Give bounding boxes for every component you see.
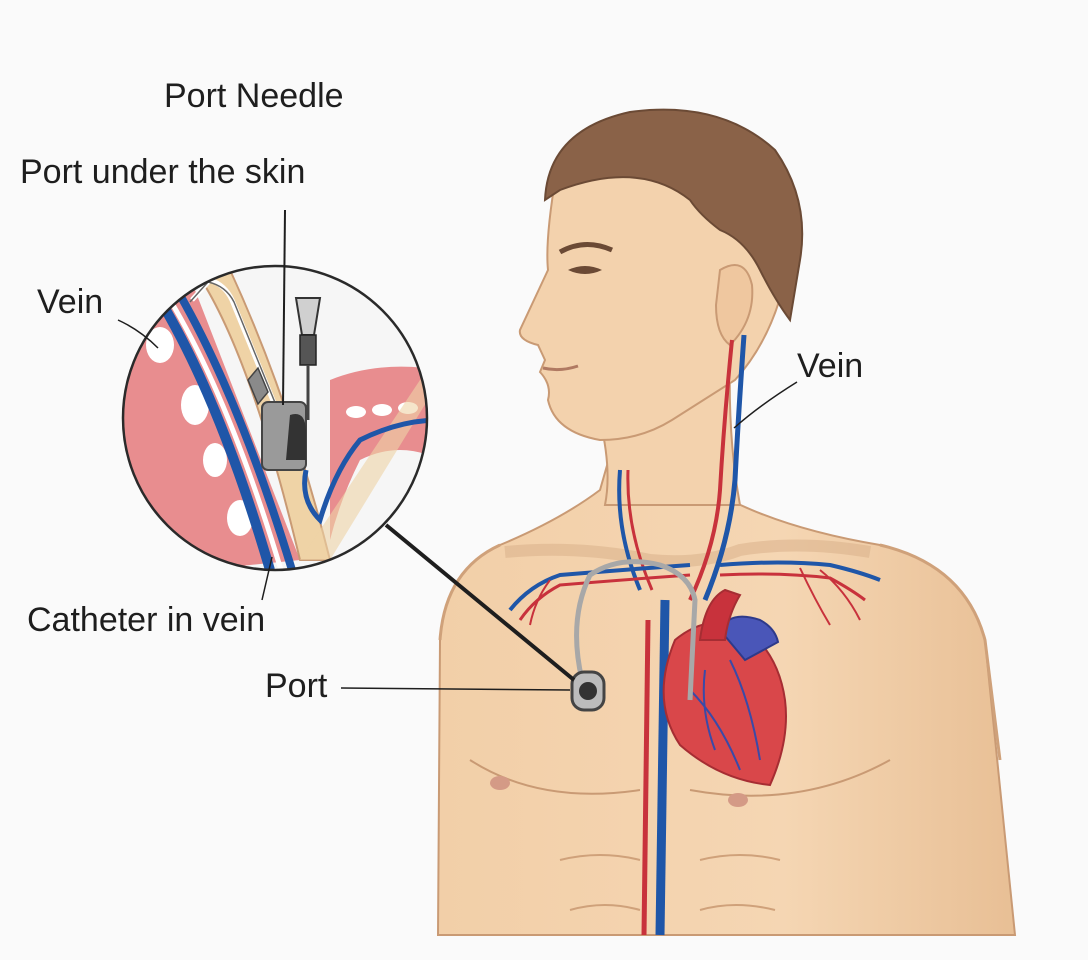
- leader-vein-inset: [117, 319, 159, 349]
- vena-cava: [655, 599, 670, 936]
- aorta: [641, 619, 651, 936]
- label-port: Port: [265, 667, 328, 705]
- nipple-right: [728, 793, 748, 807]
- label-vein-inset: Vein: [37, 283, 104, 321]
- label-port-under-skin: Port under the skin: [20, 153, 306, 191]
- label-catheter-in-vein: Catheter in vein: [27, 601, 266, 639]
- port-device: [570, 559, 698, 712]
- ear: [714, 264, 754, 347]
- mouth: [542, 364, 579, 372]
- head: [518, 108, 804, 442]
- label-port-needle: Port Needle: [164, 77, 344, 115]
- port-needle: [294, 297, 322, 420]
- catheter-tube: [574, 559, 698, 701]
- inset-magnified-view: [121, 264, 429, 572]
- leader-port: [340, 687, 571, 691]
- eyebrow: [558, 242, 614, 255]
- port-septum: [579, 682, 597, 700]
- eye: [568, 266, 602, 274]
- leader-catheter: [261, 556, 273, 601]
- neck-vessels: [508, 334, 881, 626]
- nipple-left: [490, 776, 510, 790]
- label-vein-neck: Vein: [797, 347, 864, 385]
- hair: [543, 108, 804, 323]
- inset-border: [121, 264, 429, 572]
- leader-inset-to-port: [384, 523, 576, 682]
- leader-lines: [117, 209, 798, 691]
- leader-vein-neck: [733, 381, 798, 429]
- leader-port-under-skin: [282, 209, 286, 406]
